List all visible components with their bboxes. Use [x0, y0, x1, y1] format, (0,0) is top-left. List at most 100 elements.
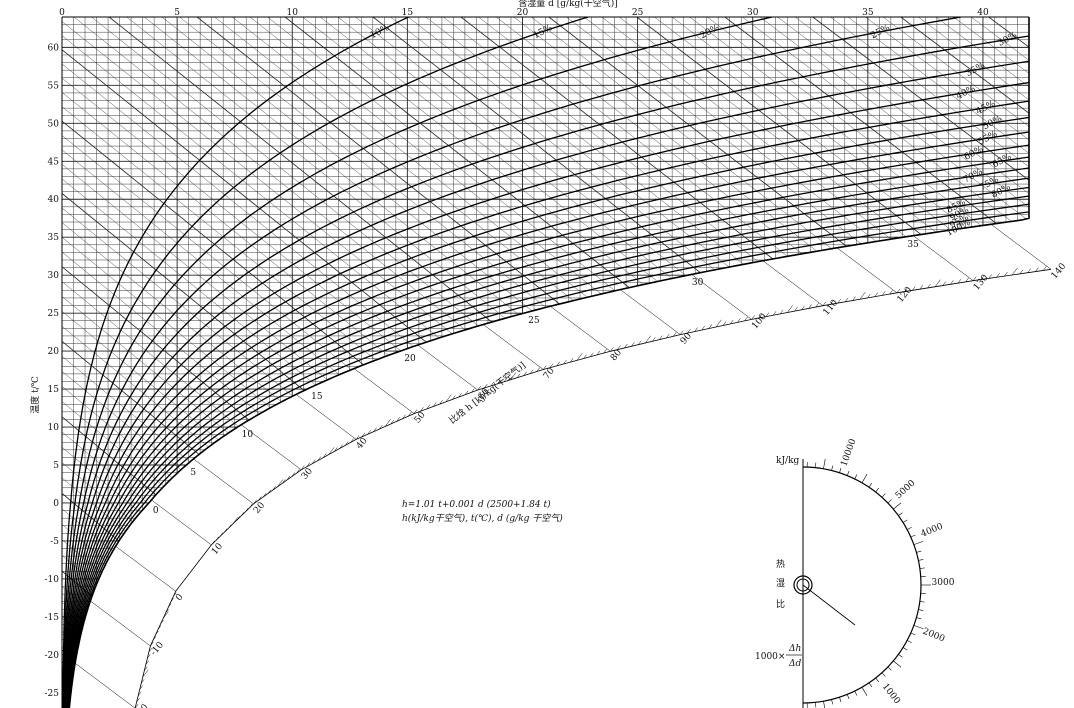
enthalpy-minor-tick	[1011, 267, 1018, 276]
enthalpy-tick-label: 140	[1050, 261, 1069, 281]
enthalpy-minor-tick	[426, 404, 431, 410]
enthalpy-minor-tick	[223, 528, 228, 533]
enthalpy-line	[62, 17, 695, 708]
y-tick-label: 40	[48, 195, 60, 205]
enthalpy-minor-tick	[510, 372, 517, 380]
y-tick-label: 20	[48, 347, 60, 357]
rh-curve-25%	[63, 17, 961, 708]
enthalpy-minor-tick	[645, 335, 651, 344]
enthalpy-minor-tick	[973, 276, 977, 281]
enthalpy-minor-tick	[666, 333, 670, 339]
enthalpy-line	[214, 17, 1029, 708]
protractor-tick	[815, 462, 817, 468]
enthalpy-line	[355, 17, 1029, 708]
saturation-temp-label: 0	[153, 506, 159, 516]
enthalpy-line	[62, 17, 638, 708]
enthalpy-minor-tick	[631, 342, 635, 347]
enthalpy-minor-tick	[687, 328, 691, 334]
rh-label: 15%	[532, 23, 555, 41]
protractor-center-ring	[793, 575, 813, 595]
enthalpy-guide	[620, 289, 681, 335]
enthalpy-line	[372, 17, 1029, 708]
enthalpy-minor-tick	[272, 486, 276, 491]
enthalpy-line	[689, 17, 1029, 708]
enthalpy-minor-tick	[141, 679, 145, 684]
protractor-tick	[907, 526, 912, 530]
protractor-tick-label: 1000	[880, 682, 902, 706]
saturation-temp-label: 15	[311, 392, 323, 402]
enthalpy-minor-tick	[765, 312, 770, 317]
protractor-tick	[861, 687, 868, 697]
y-tick-label: 30	[48, 271, 60, 281]
protractor-tick-label: 10000	[839, 437, 858, 468]
enthalpy-minor-tick	[262, 492, 267, 498]
enthalpy-guide	[90, 600, 151, 647]
enthalpy-minor-tick	[874, 292, 878, 297]
rh-label: 35%	[964, 61, 987, 79]
protractor-tick	[815, 702, 817, 708]
enthalpy-line	[830, 17, 1029, 708]
enthalpy-minor-tick	[204, 550, 208, 555]
enthalpy-line	[62, 17, 75, 708]
saturation-temp-label: 35	[907, 240, 919, 250]
enthalpy-minor-tick	[988, 274, 993, 279]
enthalpy-minor-tick	[240, 512, 245, 517]
enthalpy-minor-tick	[772, 311, 777, 316]
enthalpy-minor-tick	[980, 275, 985, 280]
enthalpy-minor-tick	[680, 330, 684, 335]
enthalpy-minor-tick	[563, 359, 567, 365]
protractor-tick	[898, 512, 903, 516]
enthalpy-minor-tick	[175, 587, 179, 592]
enthalpy-minor-tick	[296, 469, 300, 474]
enthalpy-line	[795, 17, 1029, 708]
enthalpy-line	[62, 17, 225, 708]
enthalpy-guide	[417, 344, 478, 391]
enthalpy-minor-tick	[583, 354, 587, 359]
y-tick-label: 50	[48, 119, 60, 129]
enthalpy-minor-tick	[439, 400, 443, 405]
protractor-tick	[907, 640, 912, 644]
enthalpy-line	[62, 17, 244, 708]
enthalpy-minor-tick	[355, 435, 360, 440]
protractor-tick-label: 2000	[921, 627, 946, 645]
protractor-tick	[868, 482, 873, 488]
enthalpy-minor-tick	[844, 297, 849, 303]
y-tick-label: 25	[48, 309, 60, 319]
enthalpy-minor-tick	[744, 316, 748, 322]
enthalpy-minor-tick	[912, 286, 916, 291]
chart-grid	[62, 17, 1029, 708]
enthalpy-minor-tick	[182, 577, 187, 583]
chart-labels: 10%15%20%25%30%35%40%45%50%55%60%65%70%7…	[153, 23, 1019, 516]
enthalpy-minor-tick	[148, 648, 153, 653]
rh-curve-20%	[62, 17, 773, 708]
rh-curve-80%	[67, 183, 1029, 708]
x-tick-label: 15	[402, 8, 414, 18]
rh-curve-60%	[65, 141, 1029, 708]
enthalpy-line	[337, 17, 1029, 708]
enthalpy-tick-label: 100	[750, 312, 769, 332]
enthalpy-minor-tick	[142, 669, 149, 678]
enthalpy-minor-tick	[147, 654, 151, 659]
protractor-tick	[868, 682, 873, 688]
protractor-pointer	[802, 584, 856, 626]
enthalpy-minor-tick	[881, 291, 886, 296]
protractor-tick	[846, 470, 850, 476]
enthalpy-minor-tick	[549, 363, 554, 368]
protractor-tick	[839, 467, 842, 473]
enthalpy-tick-label: -20	[134, 702, 151, 708]
enthalpy-line	[671, 17, 1029, 708]
enthalpy-line	[62, 17, 732, 708]
enthalpy-minor-tick	[701, 325, 705, 331]
enthalpy-minor-tick	[144, 666, 148, 671]
enthalpy-minor-tick	[207, 545, 212, 550]
enthalpy-minor-tick	[950, 280, 954, 285]
rh-label: 40%	[955, 84, 978, 102]
enthalpy-minor-tick	[228, 524, 232, 529]
protractor-tick	[831, 465, 834, 471]
protractor-tick	[839, 697, 842, 703]
enthalpy-minor-tick	[286, 475, 291, 481]
enthalpy-tick-label: 110	[822, 298, 841, 318]
enthalpy-line	[707, 17, 1029, 708]
enthalpy-minor-tick	[301, 465, 305, 470]
